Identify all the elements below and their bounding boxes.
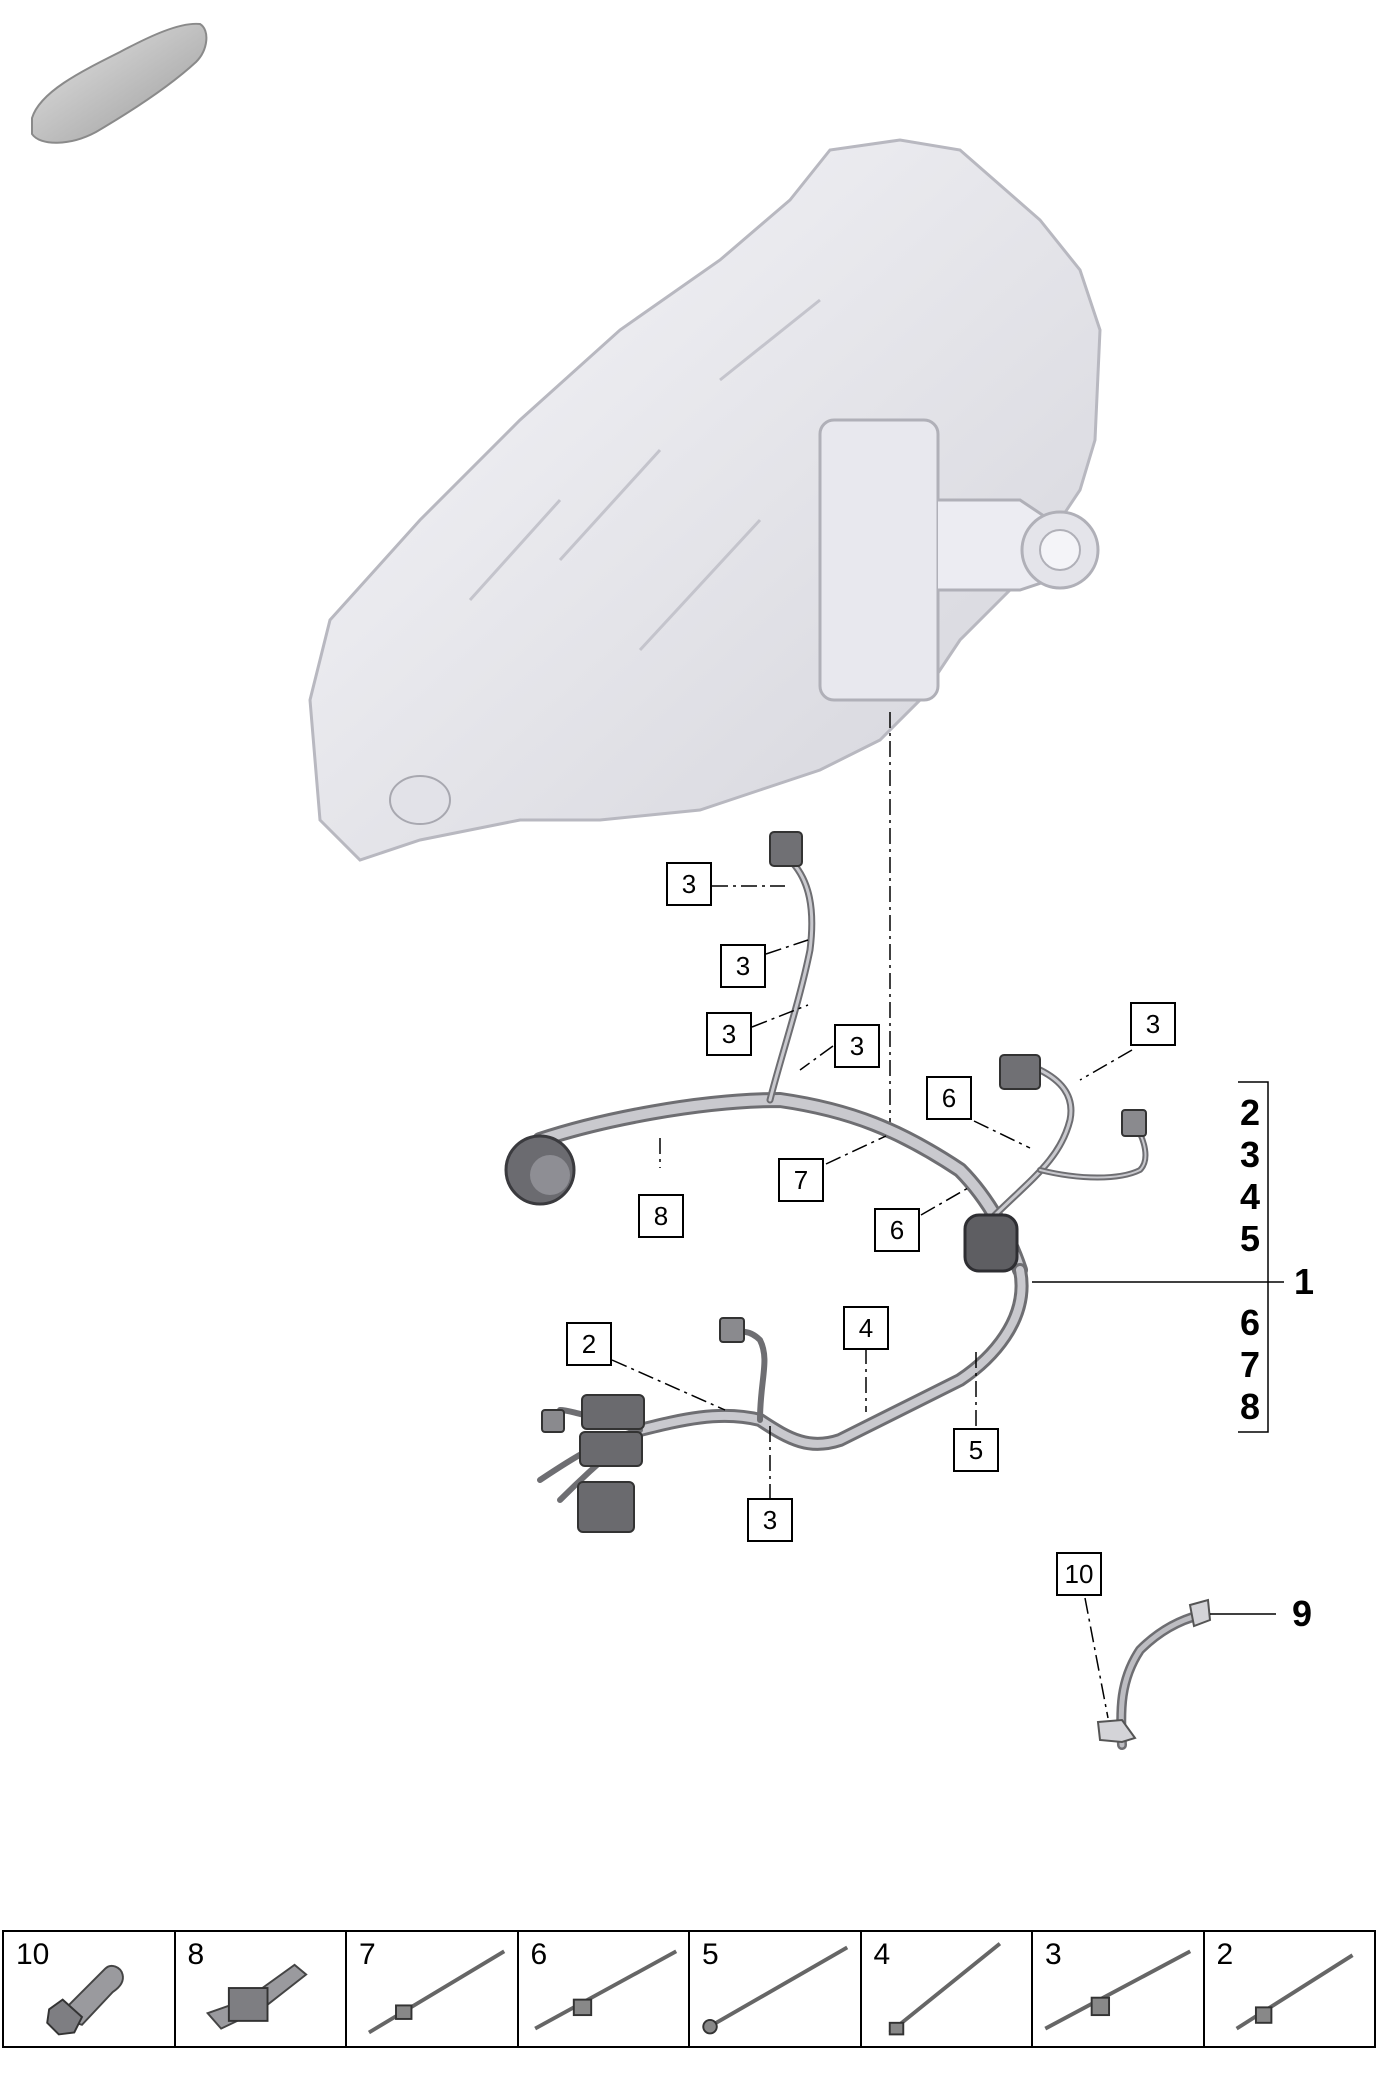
cable-tie-icon xyxy=(888,1942,1001,2036)
parts-legend: 10 8 7 6 xyxy=(2,1930,1376,2048)
part-number-9: 9 xyxy=(1291,1593,1313,1634)
group-item-number: 6 xyxy=(1239,1302,1261,1343)
cable-tie-icon xyxy=(1235,1953,1354,2031)
callout-box: 6 xyxy=(926,1076,972,1120)
legend-label: 10 xyxy=(16,1938,50,1971)
legend-cell: 4 xyxy=(862,1932,1033,2046)
legend-cell: 6 xyxy=(519,1932,690,2046)
clip-holder-icon xyxy=(205,1963,308,2030)
callout-box: 4 xyxy=(843,1306,889,1350)
cable-tie-icon xyxy=(367,1949,506,2035)
callout-box: 7 xyxy=(778,1158,824,1202)
callout-box: 8 xyxy=(638,1194,684,1238)
legend-label: 2 xyxy=(1216,1938,1234,1971)
group-item-number: 4 xyxy=(1239,1176,1261,1217)
ground-strap-part xyxy=(1096,1598,1212,1750)
callout-box: 6 xyxy=(874,1208,920,1252)
cable-tie-icon xyxy=(1044,1949,1192,2031)
legend-cell: 2 xyxy=(1205,1932,1375,2046)
transmission-body xyxy=(308,138,1102,862)
callout-box: 2 xyxy=(566,1322,612,1366)
legend-label: 7 xyxy=(359,1938,376,1971)
callout-box: 5 xyxy=(953,1428,999,1472)
callout-box: 3 xyxy=(666,862,712,906)
callout-box: 3 xyxy=(706,1012,752,1056)
callout-box: 3 xyxy=(834,1024,880,1068)
car-thumbnail-icon xyxy=(31,22,208,144)
legend-label: 6 xyxy=(530,1938,548,1971)
callout-box: 3 xyxy=(747,1498,793,1542)
legend-cell: 8 xyxy=(176,1932,347,2046)
callout-box: 10 xyxy=(1056,1552,1102,1596)
group-item-number: 3 xyxy=(1239,1134,1261,1175)
leader-lines xyxy=(611,885,1284,1719)
group-item-number: 8 xyxy=(1239,1386,1261,1427)
legend-label: 3 xyxy=(1045,1938,1062,1971)
legend-label: 4 xyxy=(873,1938,891,1971)
callout-box: 3 xyxy=(720,944,766,988)
main-part-number: 1 xyxy=(1293,1261,1315,1302)
cable-tie-icon xyxy=(702,1945,849,2035)
cable-tie-icon xyxy=(533,1949,677,2031)
group-item-number: 7 xyxy=(1239,1344,1261,1385)
group-item-number: 2 xyxy=(1239,1092,1261,1133)
group-item-number: 5 xyxy=(1239,1218,1261,1259)
legend-cell: 10 xyxy=(4,1932,176,2046)
wiring-harness xyxy=(532,856,1149,1503)
legend-cell: 5 xyxy=(690,1932,862,2046)
callout-box: 3 xyxy=(1130,1002,1176,1046)
legend-label: 8 xyxy=(187,1938,205,1971)
bolt-icon xyxy=(46,1964,124,2036)
legend-cell: 3 xyxy=(1033,1932,1205,2046)
harness-connectors xyxy=(504,831,1147,1533)
legend-label: 5 xyxy=(702,1938,719,1971)
legend-cell: 7 xyxy=(347,1932,519,2046)
